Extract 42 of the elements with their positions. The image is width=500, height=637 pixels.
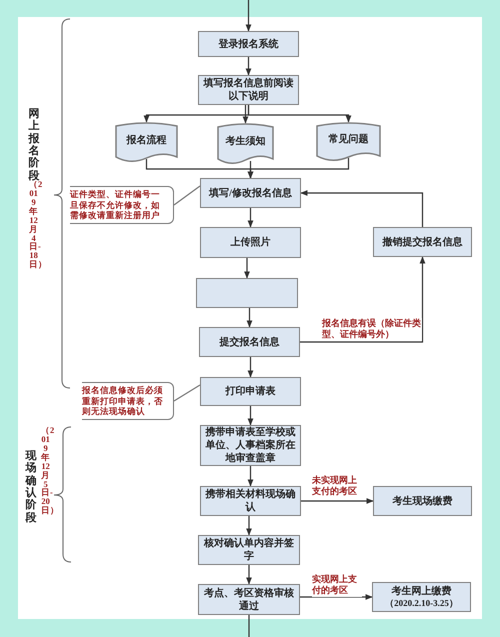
leader-line (174, 384, 200, 402)
arrow (246, 0, 252, 32)
arrow (300, 190, 424, 227)
process-box: 填写/修改报名信息 (200, 178, 301, 208)
arrow (300, 256, 426, 343)
process-box: 打印申请表 (200, 377, 301, 406)
arrow (248, 357, 254, 378)
arrow (301, 498, 374, 504)
arrow (300, 594, 373, 600)
process-box: 携带申请表至学校或单位、人事档案所在地审查盖章 (200, 425, 301, 466)
arrow (248, 208, 254, 228)
arrow (248, 406, 254, 426)
document-shape: 报名流程 (115, 122, 178, 163)
edge-label: 报名信息有误（除证件类型、证件编号外） (322, 318, 422, 340)
process-box: 填写报名信息前阅读以下说明 (198, 75, 299, 105)
arrow (246, 516, 252, 536)
process-box: 登录报名系统 (198, 31, 299, 57)
process-box: 携带相关材料现场确认 (200, 486, 301, 516)
process-box (196, 278, 298, 308)
process-box: 考生现场缴费 (373, 486, 472, 516)
arrow (246, 308, 252, 328)
process-box: 上传照片 (200, 227, 301, 258)
document-shape: 常见问题 (316, 122, 381, 162)
arrow (248, 466, 254, 487)
arrow (246, 565, 252, 585)
process-box: 提交报名信息 (199, 327, 300, 357)
arrow (248, 158, 350, 179)
document-shape: 考生须知 (217, 123, 274, 165)
arrow (244, 258, 250, 279)
phase-label: 现场确认阶段 (25, 450, 38, 524)
process-box: 考生网上缴费 （2020.2.10-3.25） (372, 582, 471, 612)
note-text: 报名信息修改后必须重新打印申请表，否则无法现场确认 (82, 382, 174, 420)
note-text: 证件类型、证件编号一旦保存不允许修改，如需修改请重新注册用户 (70, 186, 174, 224)
process-box: 考点、考区资格审核通过 (198, 584, 300, 615)
phase-label: 网上报名阶段 (28, 108, 40, 182)
leader-line (174, 186, 200, 206)
process-box: 撤销提交报名信息 (373, 227, 472, 257)
edge-label: 实现网上支付的考区 (312, 574, 362, 596)
arrow (248, 105, 352, 123)
arrow (246, 57, 252, 76)
arrow (242, 105, 248, 124)
process-box: 核对确认单内容并签字 (198, 535, 300, 565)
